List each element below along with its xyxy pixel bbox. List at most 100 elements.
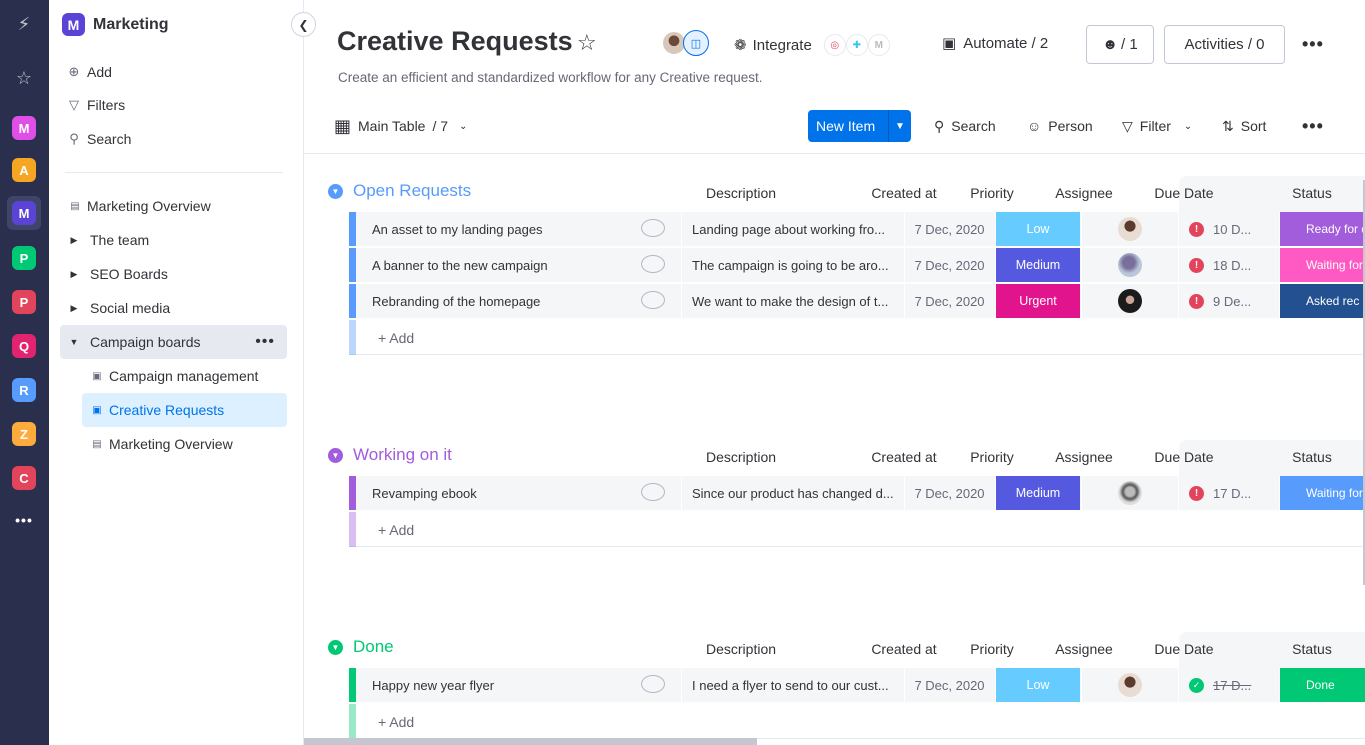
col-due-date-header[interactable]: Due Date <box>1154 449 1214 465</box>
group-title[interactable]: Working on it <box>353 445 452 464</box>
sidebar-folder-campaign-boards[interactable]: ▼Campaign boards••• <box>60 325 287 359</box>
col-assignee-header[interactable]: Assignee <box>1055 185 1113 201</box>
col-status-header[interactable]: Status <box>1292 449 1332 465</box>
board-more-icon[interactable]: ••• <box>1302 34 1324 54</box>
board-title[interactable]: Creative Requests <box>337 26 573 56</box>
automate-button[interactable]: ▣ Automate / 2 <box>942 34 1048 53</box>
add-item-row[interactable]: + Add <box>349 704 1365 739</box>
lightning-icon[interactable]: ⚡ <box>17 14 31 34</box>
integrate-button[interactable]: ❁ Integrate ◎ ✚ M <box>734 34 890 56</box>
group-collapse-icon[interactable]: ▼ <box>328 448 343 463</box>
sidebar-add[interactable]: ⊕Add <box>67 64 112 80</box>
sidebar-item-campaign-management[interactable]: ▣Campaign management <box>82 359 287 393</box>
table-row[interactable]: An asset to my landing pages Landing page… <box>349 212 1365 247</box>
sidebar-folder-seo-boards[interactable]: ▶SEO Boards <box>60 257 287 291</box>
status-cell[interactable]: Waiting for <box>1279 248 1365 282</box>
activities-button[interactable]: Activities / 0 <box>1164 25 1285 64</box>
collapse-sidebar-button[interactable]: ❮ <box>291 12 316 37</box>
board-owners[interactable]: ◫ <box>661 30 711 58</box>
due-date-cell[interactable]: !18 D... <box>1178 248 1278 282</box>
sidebar-search[interactable]: ⚲Search <box>67 131 131 147</box>
item-name[interactable]: Happy new year flyer <box>372 678 495 693</box>
sidebar-item-marketing-overview[interactable]: ▤Marketing Overview <box>60 189 287 223</box>
item-name[interactable]: Rebranding of the homepage <box>372 294 541 309</box>
col-description-header[interactable]: Description <box>705 185 777 201</box>
assignee-cell[interactable] <box>1081 668 1177 702</box>
workspace-header[interactable]: M Marketing <box>62 13 169 36</box>
col-assignee-header[interactable]: Assignee <box>1055 641 1113 657</box>
assignee-cell[interactable] <box>1081 248 1177 282</box>
members-button[interactable]: ☻/ 1 <box>1086 25 1154 64</box>
col-priority-header[interactable]: Priority <box>970 185 1014 201</box>
description-cell[interactable]: I need a flyer to send to our cust... <box>681 668 903 702</box>
col-created-at-header[interactable]: Created at <box>871 185 937 201</box>
vertical-scrollbar[interactable] <box>1363 180 1365 585</box>
updates-bubble-icon[interactable] <box>641 219 665 237</box>
favorite-star-icon[interactable]: ☆ <box>577 30 597 55</box>
item-name[interactable]: An asset to my landing pages <box>372 222 543 237</box>
due-date-cell[interactable]: !17 D... <box>1178 476 1278 510</box>
workspace-avatar-m-home[interactable]: M <box>12 116 36 140</box>
due-date-cell[interactable]: !9 De... <box>1178 284 1278 318</box>
board-description[interactable]: Create an efficient and standardized wor… <box>338 70 763 85</box>
filter-button[interactable]: ▽Filter⌄ <box>1122 110 1192 142</box>
search-button[interactable]: ⚲Search <box>934 110 996 142</box>
workspace-avatar-r[interactable]: R <box>12 378 36 402</box>
col-description-header[interactable]: Description <box>705 449 777 465</box>
add-item-row[interactable]: + Add <box>349 512 1365 547</box>
item-name[interactable]: Revamping ebook <box>372 486 477 501</box>
sidebar-item-creative-requests[interactable]: ▣Creative Requests <box>82 393 287 427</box>
horizontal-scrollbar[interactable] <box>304 738 757 745</box>
assignee-cell[interactable] <box>1081 212 1177 246</box>
add-item-row[interactable]: + Add <box>349 320 1365 355</box>
status-cell[interactable]: Waiting for <box>1279 476 1365 510</box>
due-date-cell[interactable]: ✓17 D... <box>1178 668 1278 702</box>
assignee-cell[interactable] <box>1081 284 1177 318</box>
col-priority-header[interactable]: Priority <box>970 641 1014 657</box>
description-cell[interactable]: Landing page about working fro... <box>681 212 903 246</box>
updates-bubble-icon[interactable] <box>641 255 665 273</box>
workspace-avatar-m[interactable]: M <box>12 201 36 225</box>
workspace-avatar-p-locked[interactable]: P <box>12 246 36 270</box>
updates-bubble-icon[interactable] <box>641 675 665 693</box>
table-row[interactable]: Rebranding of the homepage We want to mak… <box>349 284 1365 319</box>
sidebar-filters[interactable]: ▽Filters <box>67 97 125 113</box>
favorites-star-icon[interactable]: ☆ <box>15 68 33 88</box>
chevron-down-icon[interactable]: ▼ <box>895 120 905 132</box>
status-cell[interactable]: Asked rec <box>1279 284 1365 318</box>
priority-cell[interactable]: Urgent <box>995 284 1080 318</box>
toolbar-more-icon[interactable]: ••• <box>1302 116 1324 136</box>
sidebar-item-marketing-overview-2[interactable]: ▤Marketing Overview <box>82 427 287 461</box>
col-due-date-header[interactable]: Due Date <box>1154 641 1214 657</box>
workspace-avatar-z[interactable]: Z <box>12 422 36 446</box>
description-cell[interactable]: Since our product has changed d... <box>681 476 903 510</box>
priority-cell[interactable]: Medium <box>995 248 1080 282</box>
col-created-at-header[interactable]: Created at <box>871 641 937 657</box>
col-created-at-header[interactable]: Created at <box>871 449 937 465</box>
workspace-avatar-a[interactable]: A <box>12 158 36 182</box>
status-cell[interactable]: Ready for d <box>1279 212 1365 246</box>
table-row[interactable]: Revamping ebook Since our product has cha… <box>349 476 1365 511</box>
workspace-avatar-q[interactable]: Q <box>12 334 36 358</box>
priority-cell[interactable]: Low <box>995 212 1080 246</box>
priority-cell[interactable]: Medium <box>995 476 1080 510</box>
sidebar-folder-social-media[interactable]: ▶Social media <box>60 291 287 325</box>
workspace-avatar-c[interactable]: C <box>12 466 36 490</box>
col-assignee-header[interactable]: Assignee <box>1055 449 1113 465</box>
more-workspaces-icon[interactable]: ••• <box>15 512 33 528</box>
col-description-header[interactable]: Description <box>705 641 777 657</box>
new-item-button[interactable]: New Item ▼ <box>808 110 911 142</box>
item-name[interactable]: A banner to the new campaign <box>372 258 548 273</box>
updates-bubble-icon[interactable] <box>641 291 665 309</box>
folder-more-icon[interactable]: ••• <box>255 333 275 350</box>
priority-cell[interactable]: Low <box>995 668 1080 702</box>
description-cell[interactable]: We want to make the design of t... <box>681 284 903 318</box>
col-status-header[interactable]: Status <box>1292 641 1332 657</box>
group-collapse-icon[interactable]: ▼ <box>328 640 343 655</box>
status-cell[interactable]: Done <box>1279 668 1365 702</box>
group-collapse-icon[interactable]: ▼ <box>328 184 343 199</box>
sidebar-folder-the-team[interactable]: ▶The team <box>60 223 287 257</box>
workspace-avatar-p[interactable]: P <box>12 290 36 314</box>
col-due-date-header[interactable]: Due Date <box>1154 185 1214 201</box>
